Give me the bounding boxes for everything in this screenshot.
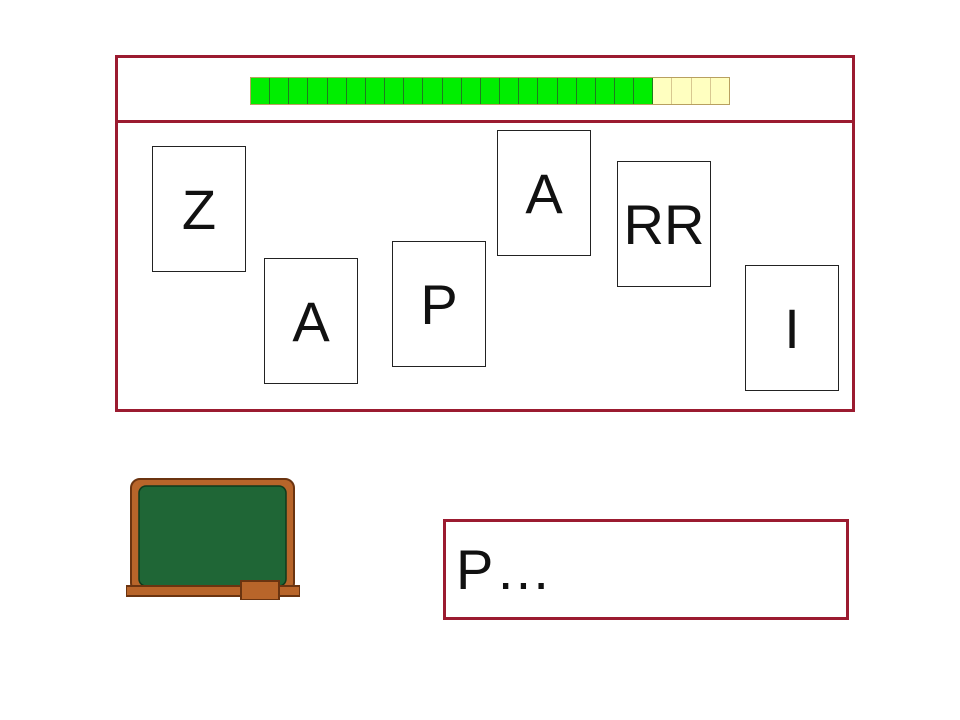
answer-box: P…	[443, 519, 849, 620]
timer-segment-filled	[500, 78, 520, 104]
timer-segment-filled	[538, 78, 558, 104]
timer-segment-filled	[346, 78, 366, 104]
timer-segment-filled	[404, 78, 424, 104]
timer-segment-empty	[710, 78, 729, 104]
answer-text: P…	[456, 538, 554, 601]
timer-segment-filled	[519, 78, 539, 104]
letter-card-2[interactable]: A	[264, 258, 358, 384]
timer-segment-filled	[289, 78, 309, 104]
timer-segment-filled	[327, 78, 347, 104]
timer-segment-filled	[385, 78, 405, 104]
timer-segment-filled	[595, 78, 615, 104]
timer-segment-filled	[423, 78, 443, 104]
letter-game-panel: Z A P A RR I	[115, 55, 855, 412]
timer-segment-filled	[442, 78, 462, 104]
letter-card-3[interactable]: P	[392, 241, 486, 367]
timer-bar	[250, 77, 730, 105]
letter-card-4[interactable]: A	[497, 130, 591, 256]
timer-segment-filled	[634, 78, 654, 104]
timer-segment-filled	[251, 78, 271, 104]
timer-segment-filled	[557, 78, 577, 104]
timer-segment-filled	[480, 78, 501, 104]
timer-segment-filled	[461, 78, 481, 104]
timer-segment-filled	[365, 78, 386, 104]
letter-card-6[interactable]: I	[745, 265, 839, 391]
letter-card-1[interactable]: Z	[152, 146, 246, 272]
timer-segment-empty	[672, 78, 692, 104]
panel-divider	[118, 120, 852, 123]
letter-card-5[interactable]: RR	[617, 161, 711, 287]
timer-segment-filled	[308, 78, 328, 104]
timer-segment-empty	[691, 78, 711, 104]
timer-segment-empty	[653, 78, 673, 104]
timer-segment-filled	[576, 78, 596, 104]
timer-segment-filled	[614, 78, 635, 104]
chalkboard-icon	[126, 478, 300, 600]
timer-segment-filled	[270, 78, 290, 104]
